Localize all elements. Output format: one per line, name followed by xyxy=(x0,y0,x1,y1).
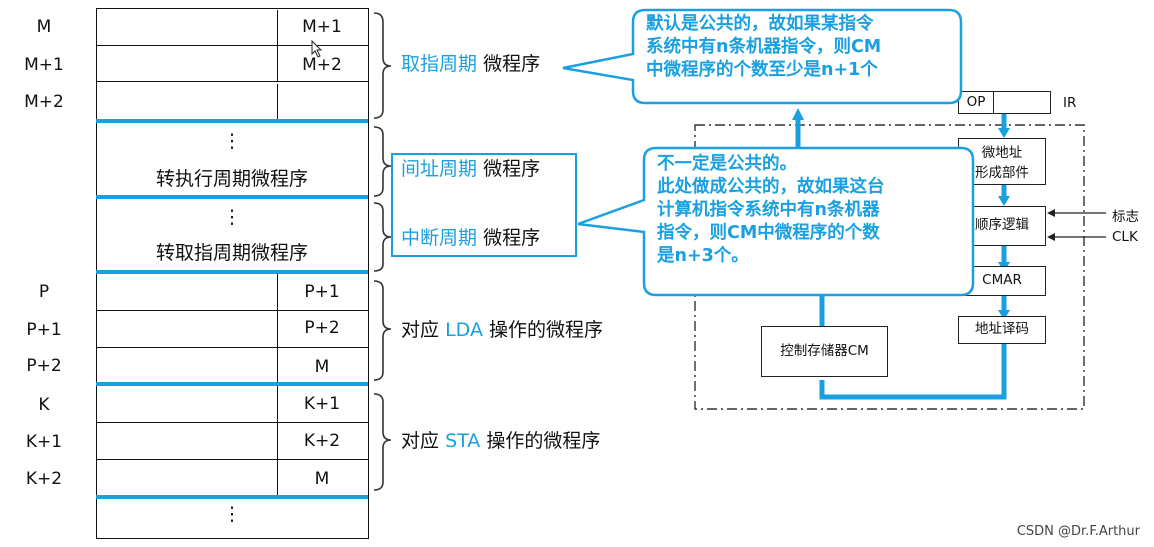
sta-label: 对应 STA 操作的微程序 xyxy=(401,430,601,452)
callout-top: 默认是公共的，故如果某指令 系统中有n条机器指令，则CM 中微程序的个数至少是n… xyxy=(646,14,882,80)
control-store-cm: 控制存储器CM xyxy=(761,326,888,377)
fetch-cycle-block: 转取指周期微程序 xyxy=(155,242,308,264)
address-label: K xyxy=(38,395,50,415)
table-row xyxy=(96,46,368,82)
next-address: K+2 xyxy=(303,431,341,451)
fetch-cycle-label: 取指周期 微程序 xyxy=(401,53,541,75)
indirect-cycle-label: 间址周期 微程序 xyxy=(401,158,541,180)
dots: ⋮ xyxy=(222,206,242,228)
address-label: M xyxy=(36,17,52,37)
ir-addr-field xyxy=(993,91,1051,114)
next-address: M+1 xyxy=(302,17,342,37)
address-label: K+2 xyxy=(25,469,63,489)
address-label: P xyxy=(38,282,50,302)
next-address: P+2 xyxy=(304,318,340,338)
next-address: M xyxy=(314,357,330,377)
table-row xyxy=(96,274,368,311)
table-row xyxy=(96,386,368,423)
exec-cycle-block: 转执行周期微程序 xyxy=(155,168,308,190)
table-row xyxy=(96,311,368,348)
address-label: P+2 xyxy=(26,356,62,376)
table-row xyxy=(96,10,368,46)
address-label: M+1 xyxy=(24,55,64,75)
next-address: M xyxy=(314,469,330,489)
table-row xyxy=(96,348,368,382)
table-row xyxy=(96,460,368,495)
address-label: P+1 xyxy=(26,320,62,340)
interrupt-cycle-label: 中断周期 微程序 xyxy=(401,227,541,249)
next-address: K+1 xyxy=(303,394,341,414)
table-row xyxy=(96,84,368,120)
section-separator xyxy=(96,495,368,499)
ir-label: IR xyxy=(1063,95,1077,111)
section-separator xyxy=(96,382,368,386)
indirect-interrupt-box xyxy=(391,153,577,257)
table-row xyxy=(96,423,368,460)
clk-label: CLK xyxy=(1112,229,1138,245)
section-separator xyxy=(96,270,368,274)
address-label: K+1 xyxy=(25,432,63,452)
watermark: CSDN @Dr.F.Arthur xyxy=(1016,524,1140,539)
address-label: M+2 xyxy=(24,92,64,112)
address-decoder: 地址译码 xyxy=(958,316,1046,344)
mouse-cursor-icon xyxy=(311,40,323,58)
callout-middle: 不一定是公共的。 此处做成公共的，故如果这台 计算机指令系统中有n条机器 指令，… xyxy=(657,154,885,266)
section-separator xyxy=(96,195,368,199)
next-address: M+2 xyxy=(302,55,342,75)
flag-label: 标志 xyxy=(1112,209,1139,225)
next-address: P+1 xyxy=(304,282,340,302)
section-separator xyxy=(96,119,368,123)
dots: ⋮ xyxy=(222,130,242,152)
dots: ⋮ xyxy=(222,503,242,525)
lda-label: 对应 LDA 操作的微程序 xyxy=(401,319,604,341)
